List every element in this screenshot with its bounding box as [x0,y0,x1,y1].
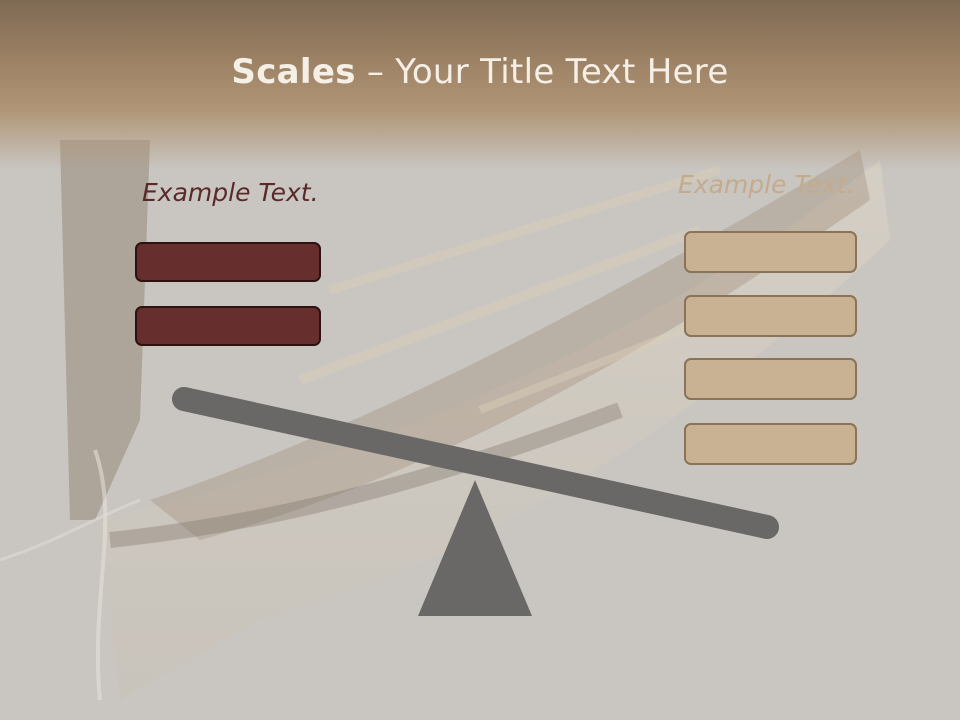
left-box-2 [135,306,321,346]
left-example-text: Example Text. [142,178,319,207]
right-box-3 [684,358,857,400]
right-box-2 [684,295,857,337]
left-box-1 [135,242,321,282]
title-rest: – Your Title Text Here [355,52,729,92]
scale-beam [172,387,779,539]
right-box-4 [684,423,857,465]
right-example-text: Example Text. [678,170,855,199]
title-bold: Scales [231,52,356,92]
scale-fulcrum [418,480,532,616]
header-band [0,0,960,170]
slide-title: Scales – Your Title Text Here [0,52,960,92]
right-box-1 [684,231,857,273]
